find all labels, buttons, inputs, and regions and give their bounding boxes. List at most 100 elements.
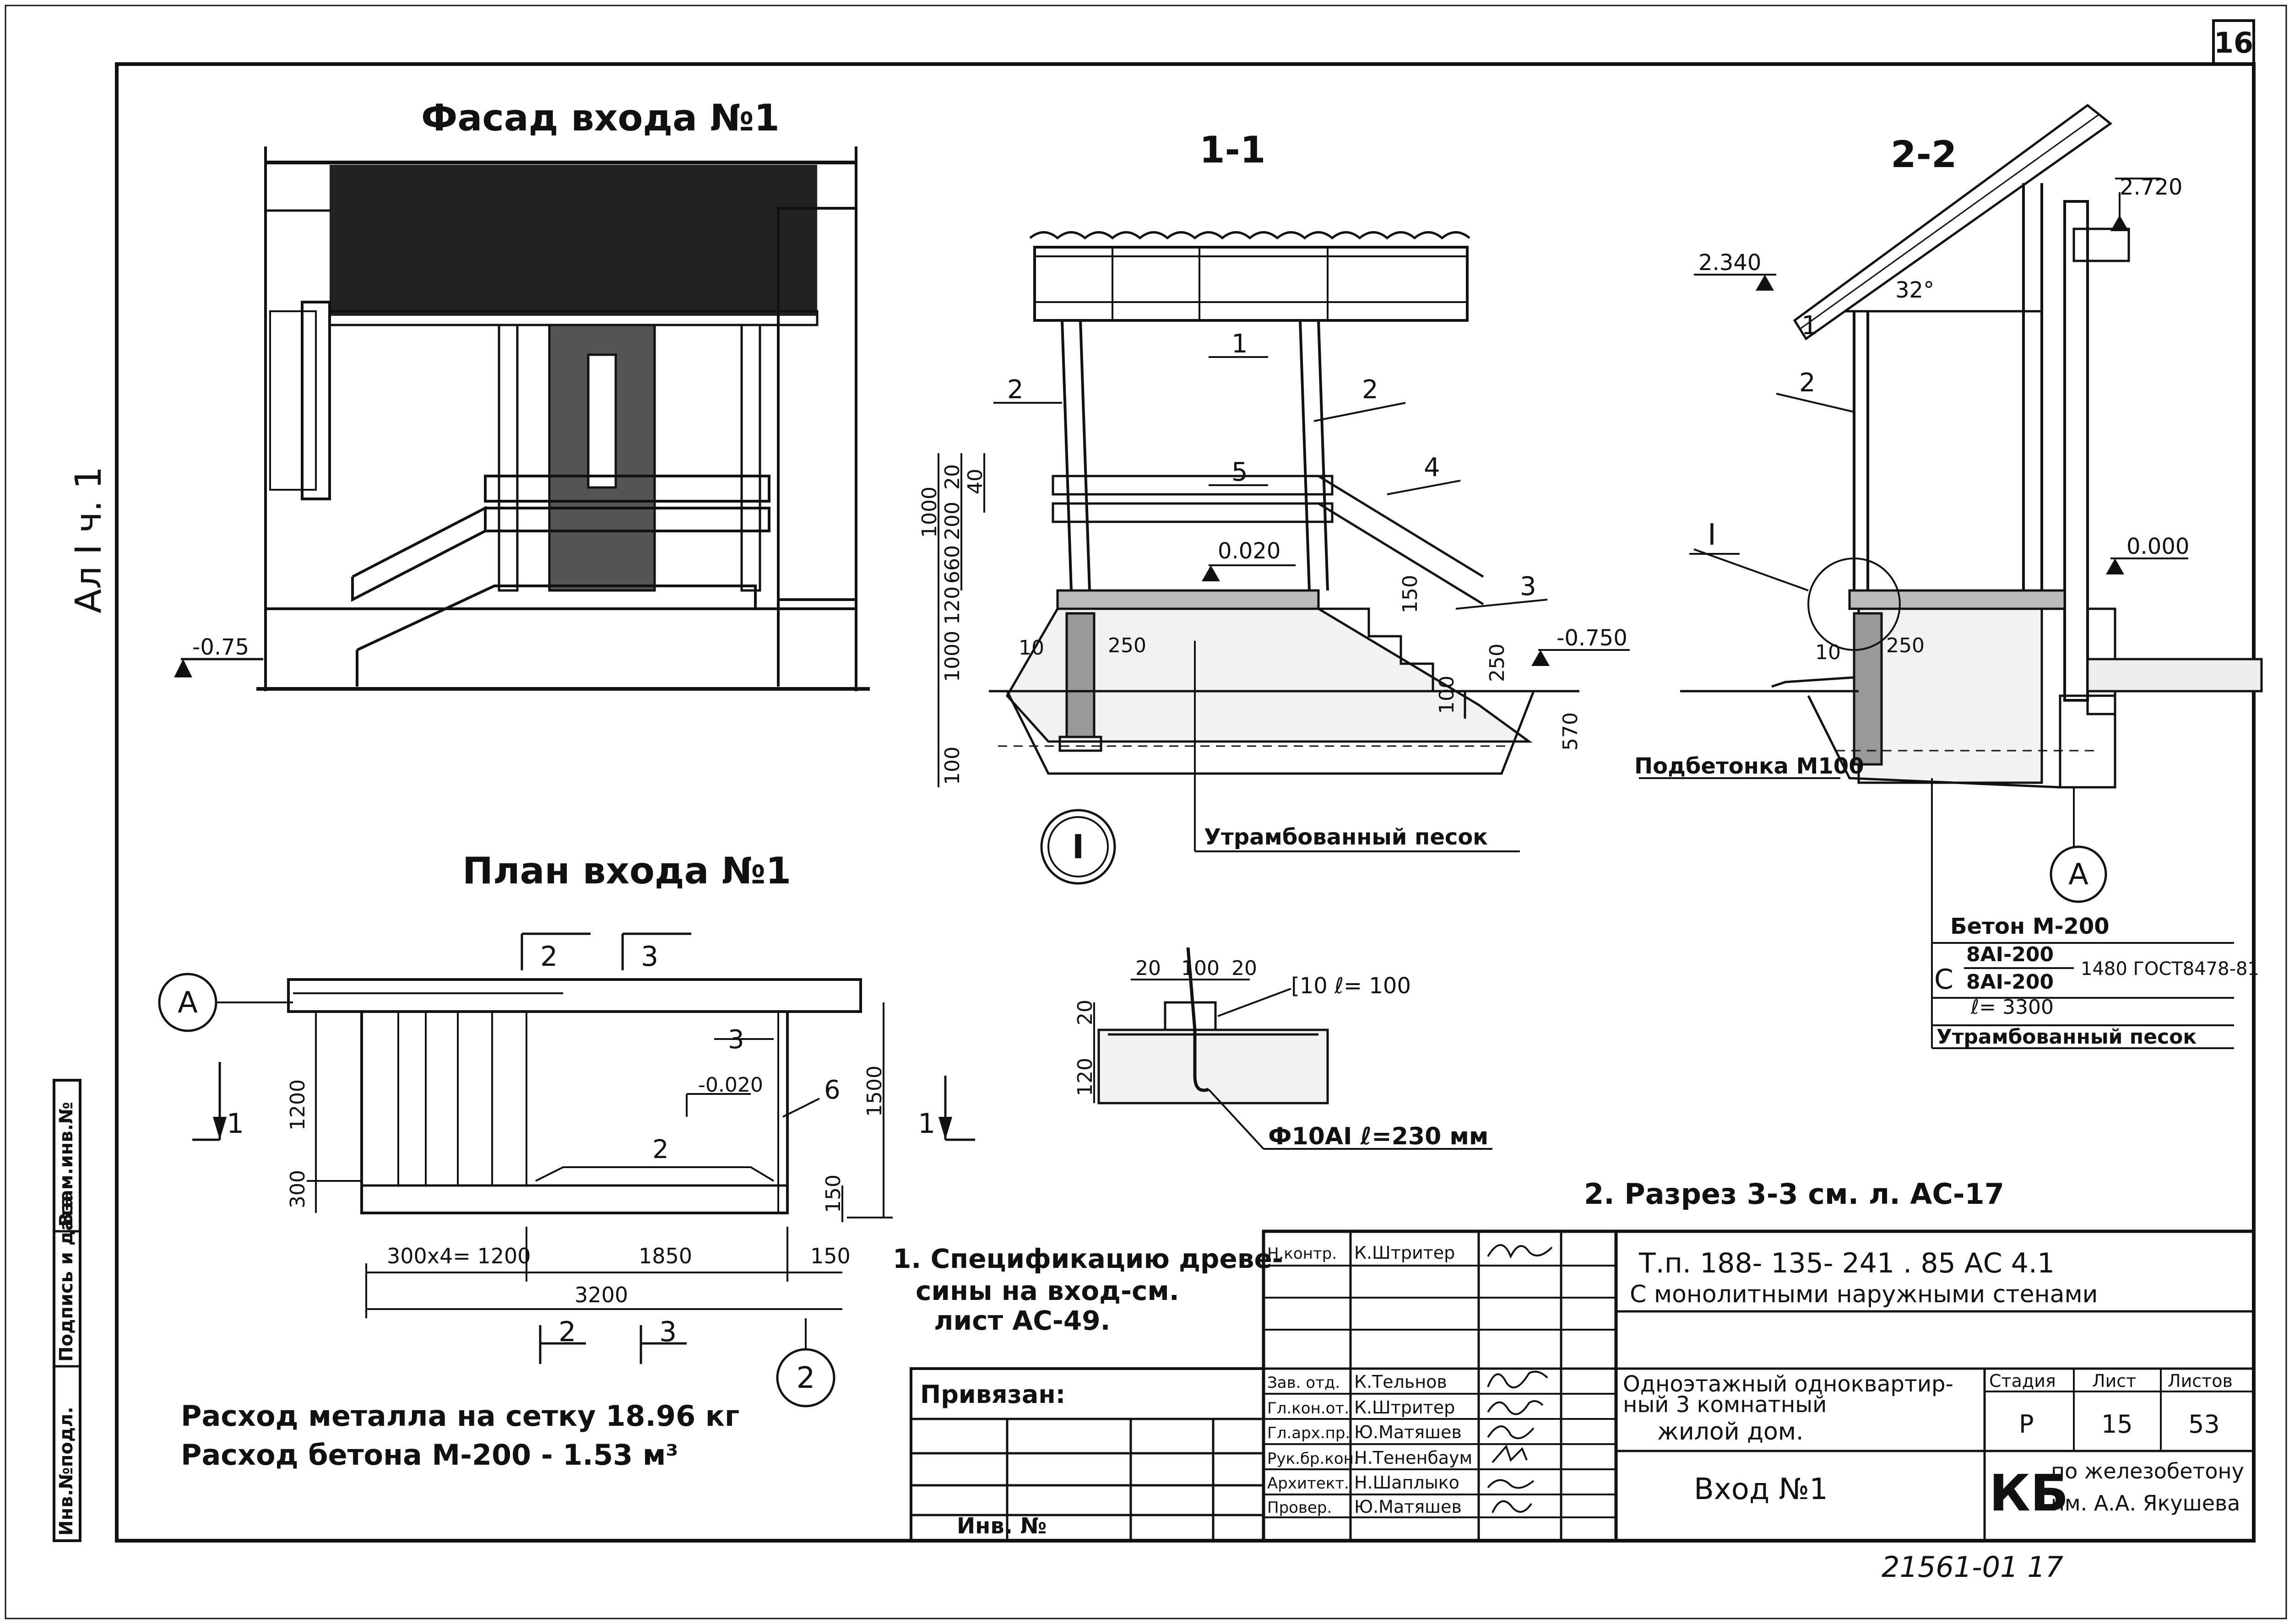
strip-label-sign: Подпись и дата — [56, 1196, 77, 1362]
detail-dim-20c: 20 — [1074, 1000, 1097, 1025]
sec1-dim-200: 200 — [941, 502, 964, 540]
detail-channel: [10 ℓ= 100 — [1291, 973, 1411, 999]
sec1-mark-2a: 2 — [1007, 375, 1024, 405]
sec1-node-mark: I — [1072, 828, 1085, 866]
stamp-name-2: К.Штритер — [1354, 1397, 1455, 1418]
sec2-dim-250: 250 — [1886, 634, 1925, 657]
detail-dim-20a: 20 — [1135, 957, 1161, 980]
sec2-level-2340: 2.340 — [1698, 250, 1761, 276]
stamp-name-1: К.Тельнов — [1354, 1372, 1447, 1392]
spec-top: 8АI-200 — [1966, 943, 2054, 966]
stamp-role-3: Гл.арх.пр. — [1267, 1424, 1350, 1442]
sec2-dim-10: 10 — [1815, 641, 1841, 664]
plan-dim-1850: 1850 — [639, 1244, 692, 1268]
sec2-mark-2: 2 — [1799, 368, 1816, 398]
plan-mark-3: 3 — [728, 1025, 744, 1055]
sec2-axis-a: А — [2068, 858, 2088, 892]
section-2-2-title: 2-2 — [1891, 133, 1957, 176]
sheet-number: 16 — [2214, 26, 2253, 60]
object-line-2: ный 3 комнатный — [1623, 1392, 1827, 1418]
plan-view: План входа №1 А 2 3 2 3 1 — [158, 850, 975, 1407]
detail-dim-120: 120 — [1074, 1058, 1097, 1096]
sec1-dim-570: 570 — [1559, 712, 1582, 751]
spec-sand: Утрамбованный песок — [1936, 1025, 2197, 1049]
plan-cut-top-3: 3 — [641, 941, 658, 973]
facade-title: Фасад входа №1 — [421, 97, 780, 139]
facade-view: Фасад входа №1 -0.75 — [174, 97, 870, 691]
org-line-1: по железобетону — [2051, 1459, 2244, 1483]
sec2-mark-1: 1 — [1801, 311, 1818, 341]
note-1-line-2: сины на вход-см. — [916, 1275, 1179, 1306]
sec1-dim-1000b: 1000 — [941, 631, 964, 682]
stamp-role-0: Н.контр. — [1267, 1245, 1337, 1263]
plan-axis-2: 2 — [797, 1361, 815, 1395]
sec2-angle: 32° — [1895, 277, 1934, 303]
list-value: 15 — [2101, 1410, 2133, 1439]
bottom-code: 21561-01 17 — [1882, 1550, 2063, 1584]
plan-level: -0.020 — [698, 1073, 763, 1097]
sec1-dim-660: 660 — [941, 545, 964, 584]
sec1-mark-2b: 2 — [1362, 375, 1378, 405]
detail-dim-100: 100 — [1181, 957, 1220, 980]
stamp-name-5: Н.Шаплыко — [1354, 1472, 1459, 1493]
sec2-concrete-label: Подбетонка М100 — [1634, 753, 1864, 779]
detail-node: 20 100 20 20 120 [10 ℓ= 100 Ф10АI ℓ=230 … — [1074, 947, 1492, 1150]
plan-dim-1200: 1200 — [286, 1079, 309, 1131]
strip-label-inv: Инв.№подл. — [56, 1407, 77, 1536]
stamp-role-2: Гл.кон.от. — [1267, 1399, 1349, 1418]
detail-rod: Ф10АI ℓ=230 мм — [1268, 1123, 1488, 1150]
spec-length: ℓ= 3300 — [1970, 996, 2054, 1019]
sec1-dim-100a: 100 — [941, 747, 964, 785]
sec1-dim-250a: 250 — [1108, 634, 1146, 657]
spec-bottom: 8АI-200 — [1966, 970, 2054, 994]
note-1-line-1: 1. Спецификацию древе- — [893, 1243, 1283, 1274]
project-code: Т.п. 188- 135- 241 . 85 АС 4.1 — [1638, 1247, 2055, 1279]
spec-prefix: С — [1934, 964, 1953, 996]
plan-cut-side-right: 1 — [918, 1108, 935, 1140]
sec1-mark-4: 4 — [1424, 453, 1440, 482]
sec1-dim-20: 20 — [941, 464, 964, 490]
plan-dim-150h: 150 — [810, 1244, 851, 1268]
stamp-name-6: Ю.Матяшев — [1354, 1497, 1462, 1517]
sec2-node-callout: I — [1708, 518, 1716, 552]
sec1-dim-150: 150 — [1399, 575, 1422, 613]
lists-value: 53 — [2188, 1410, 2220, 1439]
plan-axis-a: А — [178, 986, 198, 1020]
binding-label: Привязан: — [920, 1380, 1065, 1409]
sec1-mark-3: 3 — [1520, 572, 1536, 601]
spec-mid: 1480 ГОСТ8478-81 — [2081, 958, 2259, 980]
facade-level: -0.75 — [192, 634, 249, 660]
stamp-role-6: Провер. — [1267, 1499, 1332, 1517]
consumption-notes: Расход металла на сетку 18.96 кг Расход … — [181, 1399, 739, 1472]
stamp-name-0: К.Штритер — [1354, 1243, 1455, 1263]
object-line-1: Одноэтажный одноквартир- — [1623, 1371, 1953, 1397]
binding-inv: Инв. № — [957, 1513, 1047, 1539]
sec1-dim-250b: 250 — [1486, 644, 1509, 682]
detail-dim-20b: 20 — [1231, 957, 1257, 980]
plan-mark-6: 6 — [824, 1075, 841, 1105]
sec1-dim-1000a: 1000 — [918, 487, 941, 538]
sec1-level-0750: -0.750 — [1557, 625, 1627, 651]
org-logo: КБ — [1989, 1464, 2069, 1522]
plan-title: План входа №1 — [462, 850, 791, 892]
stamp-role-5: Архитект. — [1267, 1474, 1349, 1493]
list-label: Лист — [2092, 1371, 2136, 1391]
binding-table: Привязан: Инв. № — [910, 1367, 1265, 1542]
consumption-metal: Расход металла на сетку 18.96 кг — [181, 1399, 739, 1433]
lists-label: Листов — [2168, 1371, 2233, 1391]
plan-mark-2: 2 — [652, 1135, 669, 1164]
general-notes: 1. Спецификацию древе- сины на вход-см. … — [893, 1177, 2004, 1336]
sec1-dim-10: 10 — [1019, 636, 1044, 660]
plan-cut-top-2: 2 — [540, 941, 558, 973]
stamp-name-4: Н.Тененбаум — [1354, 1448, 1472, 1468]
org-line-2: им. А.А. Якушева — [2051, 1491, 2240, 1516]
plan-dim-3200: 3200 — [575, 1283, 628, 1307]
consumption-concrete: Расход бетона М-200 - 1.53 м³ — [181, 1438, 678, 1472]
title-block: Н.контр. К.Штритер Зав. отд. К.Тельнов Г… — [1262, 1229, 2256, 1543]
sec1-mark-1: 1 — [1231, 329, 1248, 359]
sec1-sand-label: Утрамбованный песок — [1204, 824, 1488, 850]
sec1-dim-40: 40 — [964, 469, 987, 494]
stamp-role-1: Зав. отд. — [1267, 1374, 1340, 1392]
project-subtitle: С монолитными наружными стенами — [1630, 1281, 2098, 1308]
